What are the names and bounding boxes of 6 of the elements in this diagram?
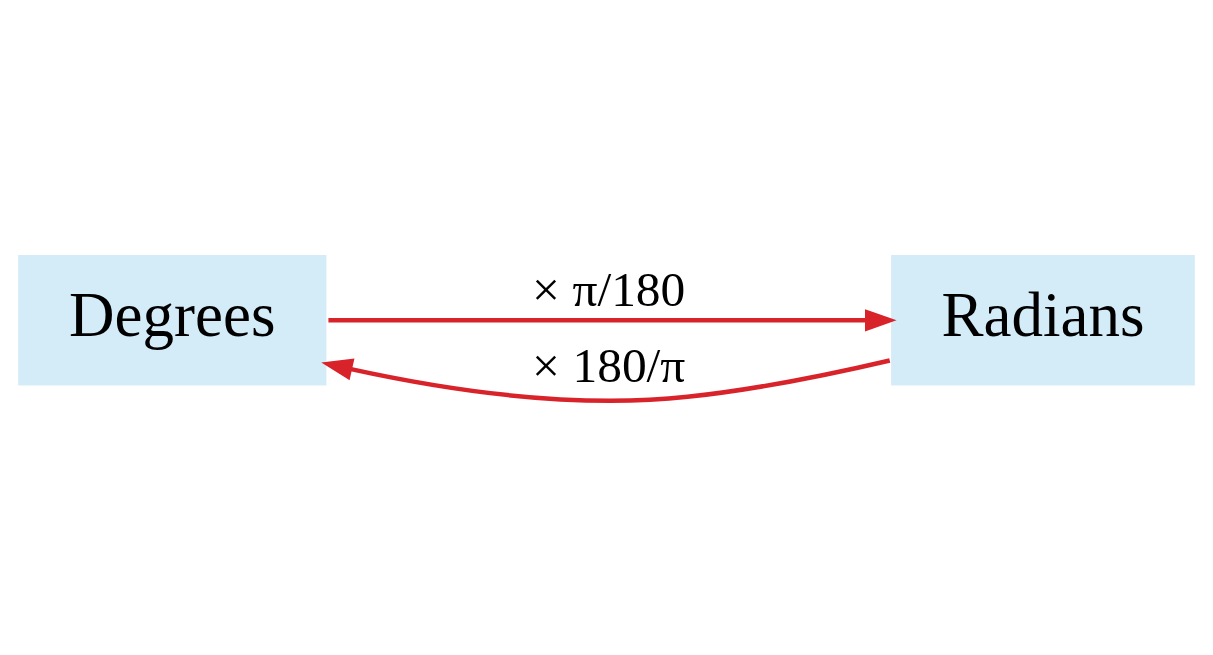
edge-label: × 180/π <box>532 338 686 394</box>
arrow <box>321 358 891 403</box>
arrow <box>328 309 897 332</box>
node-box: Degrees <box>15 252 329 388</box>
edge-label: × π/180 <box>532 261 686 317</box>
node-box: Radians <box>888 252 1198 388</box>
